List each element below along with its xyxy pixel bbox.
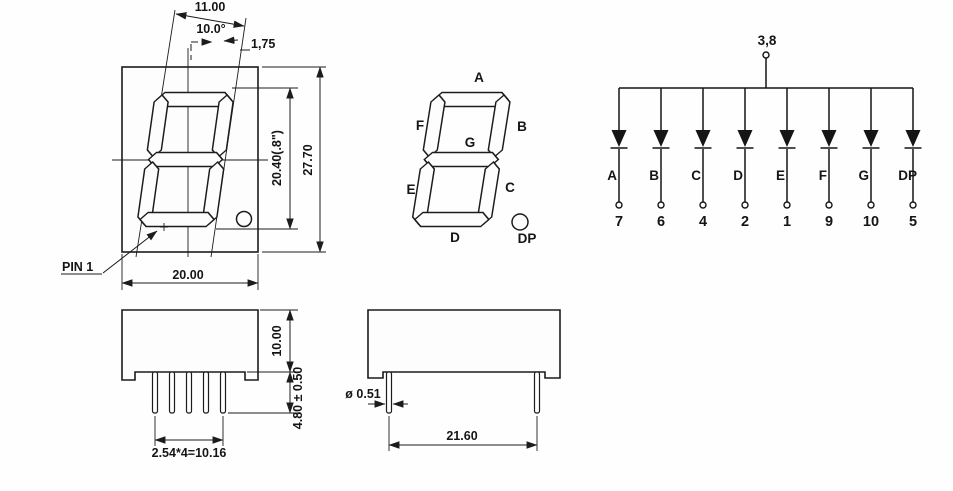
diode-pin-label: 10 (863, 214, 879, 230)
dim-pin-pitch: 2.54*4=10.16 (152, 416, 227, 460)
pin-lead (185, 371, 193, 414)
diode-symbol (653, 130, 669, 147)
dim-digit-width-label: 11.00 (195, 0, 226, 14)
pin-terminal (741, 201, 749, 209)
dim-digit-width: 11.00 (175, 0, 245, 28)
dim-overall-height-label: 27.70 (301, 144, 315, 175)
dim-digit-height: 20.40(.8") (216, 87, 298, 230)
pin-terminal (783, 201, 791, 209)
dim-pin-diameter: ø 0.51 (345, 387, 408, 408)
diode-pin-label: 5 (909, 214, 917, 230)
segment-a-label: A (474, 70, 484, 85)
diode-pin-label: 2 (741, 214, 749, 230)
segment-dp-circle (511, 213, 529, 231)
pin-terminal (615, 201, 623, 209)
diode-pin-label: 4 (699, 214, 707, 230)
dim-overall-height: 27.70 (262, 66, 326, 253)
diode-branch-a: A 7 (607, 88, 628, 230)
pin-lead (533, 371, 541, 414)
pin-lead (385, 371, 393, 414)
diode-branch-c: C 4 (691, 88, 712, 230)
pin-lead (202, 371, 210, 414)
dim-pin-length: 4.80 ± 0.50 (228, 367, 305, 430)
pin-terminal (825, 201, 833, 209)
pin-terminal (657, 201, 665, 209)
segment-d-label: D (450, 230, 460, 245)
diode-segment-label: C (691, 168, 701, 183)
segment-diagram: A F B G E C D DP (406, 70, 536, 246)
pin-terminal (867, 201, 875, 209)
common-pin-label: 3,8 (758, 33, 777, 48)
diode-symbol (611, 130, 627, 147)
segment-g-label: G (465, 135, 476, 150)
diode-segment-label: A (607, 168, 617, 183)
end-view-pins (385, 371, 541, 414)
diode-segment-label: DP (898, 168, 917, 183)
diode-segment-label: G (858, 168, 869, 183)
segment-b-label: B (517, 119, 527, 134)
dim-pin-length-label: 4.80 ± 0.50 (291, 367, 305, 430)
diode-pin-label: 9 (825, 214, 833, 230)
pin-terminal (699, 201, 707, 209)
pin-lead (168, 371, 176, 414)
dim-overall-width: 20.00 (121, 254, 259, 290)
diode-segment-label: B (649, 168, 659, 183)
dim-body-height-label: 10.00 (270, 325, 284, 356)
diode-symbol (863, 130, 879, 147)
pin-lead (151, 371, 159, 414)
side-body-outline (121, 309, 259, 381)
diode-branch-b: B 6 (649, 88, 670, 230)
diode-segment-label: E (776, 168, 785, 183)
pin1-label: PIN 1 (62, 260, 93, 274)
pin-lead (219, 371, 227, 414)
common-terminal (762, 51, 770, 59)
diode-branch-f: F 9 (819, 88, 838, 230)
diode-branch-d: D 2 (733, 88, 754, 230)
pin-terminal (909, 201, 917, 209)
diode-symbol (695, 130, 711, 147)
dim-pin-span: 21.60 (388, 416, 538, 451)
segment-c-label: C (505, 180, 515, 195)
diode-segment-label: D (733, 168, 743, 183)
dim-digit-height-label: 20.40(.8") (270, 130, 284, 186)
pin-schematic: 3,8 A 7 B 6 (607, 33, 922, 230)
pin1-callout: PIN 1 (61, 223, 168, 275)
segment-e-label: E (406, 182, 415, 197)
end-view: ø 0.51 21.60 (345, 309, 561, 451)
diode-symbol (737, 130, 753, 147)
segment-digit-outline (410, 91, 513, 228)
diode-branch-e: E 1 (776, 88, 796, 230)
front-dp-circle (235, 210, 253, 228)
dim-pin-span-label: 21.60 (446, 429, 477, 443)
diode-pin-label: 7 (615, 214, 623, 230)
dim-tilt-angle: 10.0° (190, 22, 239, 60)
diode-pin-label: 6 (657, 214, 665, 230)
pin1-cross-mark (160, 223, 168, 231)
side-view-pins (151, 371, 227, 414)
dim-pin-diameter-label: ø 0.51 (345, 387, 380, 401)
diode-branch-g: G 10 (858, 88, 880, 230)
dim-tilt-angle-label: 10.0° (196, 22, 225, 36)
dim-segment-width-label: 1,75 (251, 37, 275, 51)
dim-segment-width: 1,75 (240, 37, 275, 51)
diode-symbol (905, 130, 921, 147)
dim-pin-pitch-label: 2.54*4=10.16 (152, 446, 227, 460)
segment-dp-label: DP (518, 231, 537, 246)
diode-symbol (821, 130, 837, 147)
diode-branch-dp: DP 5 (898, 88, 922, 230)
diode-symbol (779, 130, 795, 147)
front-view: 11.00 10.0° 1,75 20.40(.8") 27.70 (61, 0, 326, 290)
segment-f-label: F (416, 118, 424, 133)
diode-pin-label: 1 (783, 214, 791, 230)
dim-overall-width-label: 20.00 (172, 268, 203, 282)
dim-body-height: 10.00 (247, 309, 298, 373)
end-body-outline (367, 309, 561, 379)
side-view: 10.00 4.80 ± 0.50 2.54*4=10.16 (121, 309, 305, 460)
diode-segment-label: F (819, 168, 827, 183)
